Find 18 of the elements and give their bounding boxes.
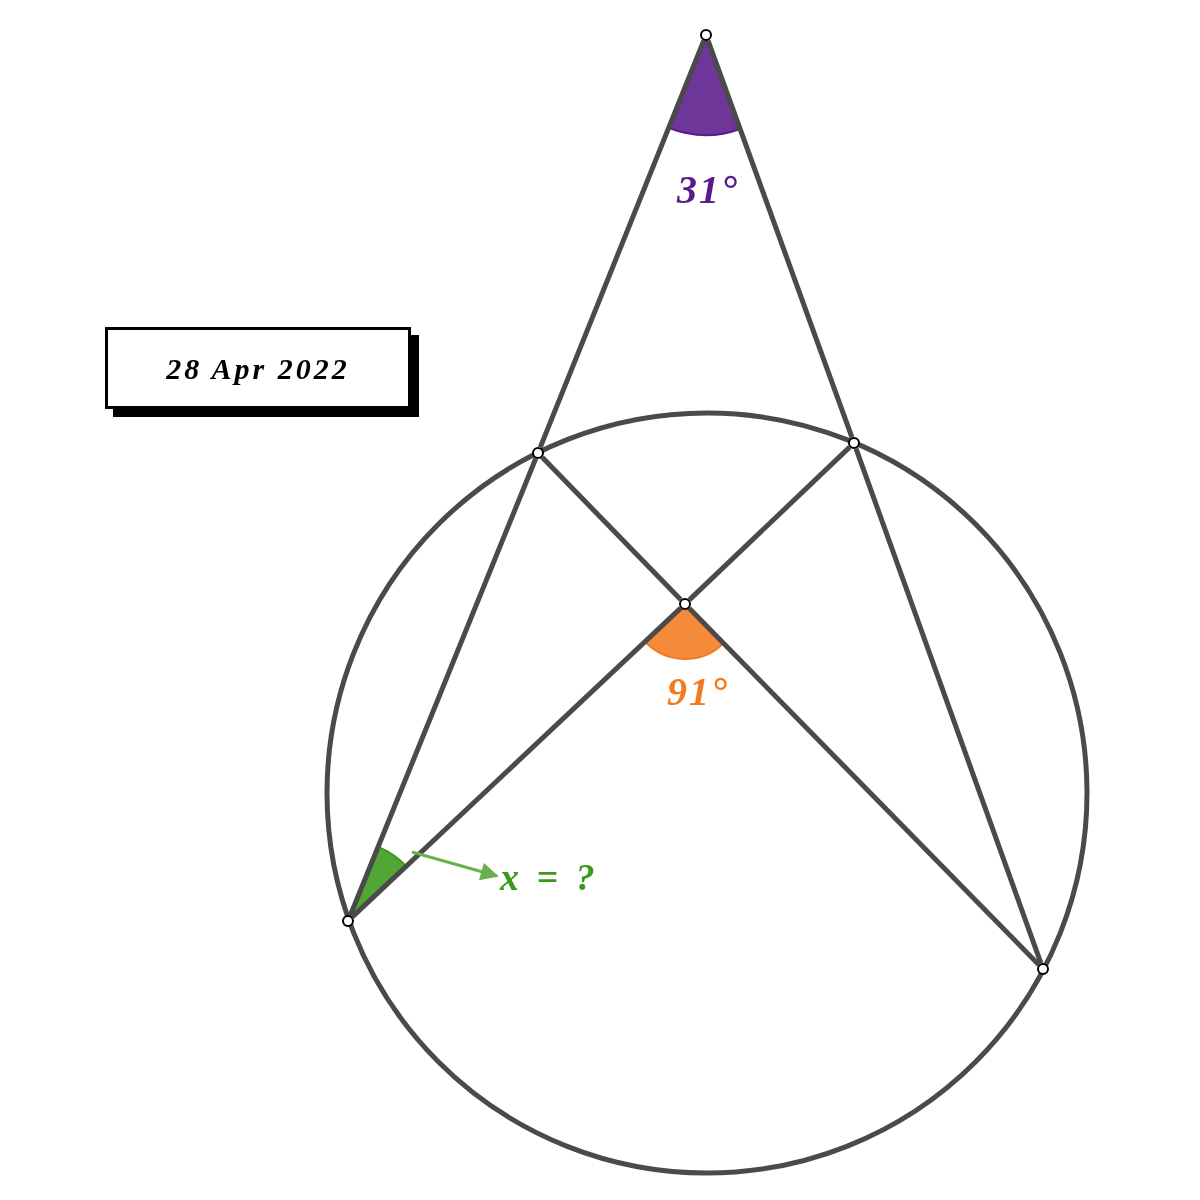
point-marker [848,437,860,449]
leader-arrow [411,850,499,881]
point-marker [532,447,544,459]
line-segment [853,447,1044,965]
date-text: 28 Apr 2022 [166,350,350,387]
point-marker [342,915,354,927]
angle-marker [643,607,725,660]
line-segment [705,39,855,439]
angle-question: x = ? [500,858,599,896]
line-segment [687,445,852,602]
line-segment [347,457,539,917]
line-segment [350,606,683,919]
angle-label: 31° [677,170,739,210]
point-marker [700,29,712,41]
angle-label: 91° [667,672,729,712]
line-segment [687,606,1041,967]
line-segment [537,39,707,449]
line-segment [540,455,683,602]
